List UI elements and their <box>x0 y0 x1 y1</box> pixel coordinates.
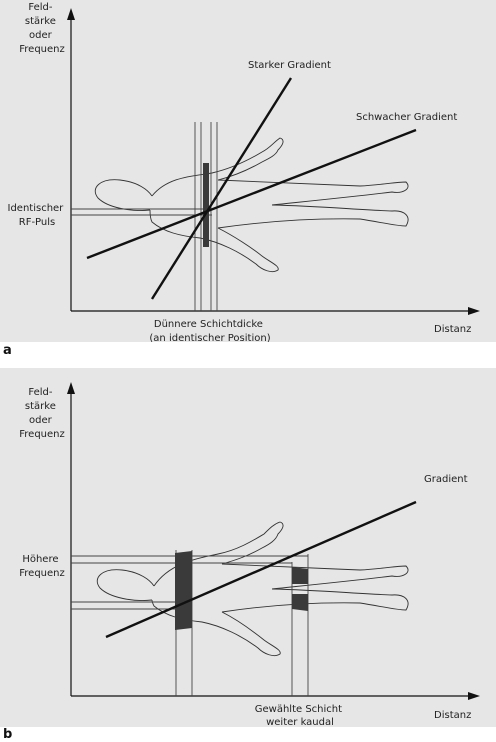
y-axis-label-b: Feld- stärke oder Frequenz <box>19 387 65 440</box>
x-axis-arrow-a <box>468 307 480 315</box>
diagram-a: Feld- stärke oder Frequenz Starker Gradi… <box>8 2 480 344</box>
panel-letter-b: b <box>3 727 13 742</box>
y-axis-label-a: Feld- stärke oder Frequenz <box>19 2 65 55</box>
gradient-line-b <box>105 500 417 639</box>
rf-label-a: Identischer RF-Puls <box>8 203 67 228</box>
panel-letter-a: a <box>3 343 12 358</box>
slice-lines-b <box>175 550 309 696</box>
freq-label-b: Höhere Frequenz <box>19 554 65 579</box>
slice-thin-a <box>203 163 209 247</box>
bottom-label-b: Gewählte Schicht weiter kaudal <box>255 704 345 727</box>
gradient-label-b: Gradient <box>424 474 468 485</box>
diagram-b: Feld- stärke oder Frequenz Gradient Höhe… <box>19 382 480 728</box>
x-axis-label-b: Distanz <box>434 710 471 721</box>
slice-caudal-b-lower <box>292 594 308 611</box>
body-outline-a <box>94 137 409 273</box>
rf-lines-a <box>71 208 212 216</box>
weak-gradient-line <box>86 128 417 260</box>
y-axis-arrow-b <box>67 382 75 394</box>
panel-a: Feld- stärke oder Frequenz Starker Gradi… <box>0 0 496 344</box>
body-outline-b <box>96 521 409 657</box>
x-axis-arrow-b <box>468 692 480 700</box>
y-axis-arrow-a <box>67 8 75 20</box>
slice-thick-b <box>175 551 192 630</box>
x-axis-label-a: Distanz <box>434 324 471 335</box>
weak-gradient-label: Schwacher Gradient <box>356 112 457 123</box>
bottom-label-a: Dünnere Schichtdicke (an identischer Pos… <box>149 319 270 342</box>
panel-b: Feld- stärke oder Frequenz Gradient Höhe… <box>0 368 496 728</box>
slice-caudal-b-upper <box>292 567 308 584</box>
strong-gradient-label: Starker Gradient <box>248 60 331 71</box>
strong-gradient-line <box>150 77 293 300</box>
